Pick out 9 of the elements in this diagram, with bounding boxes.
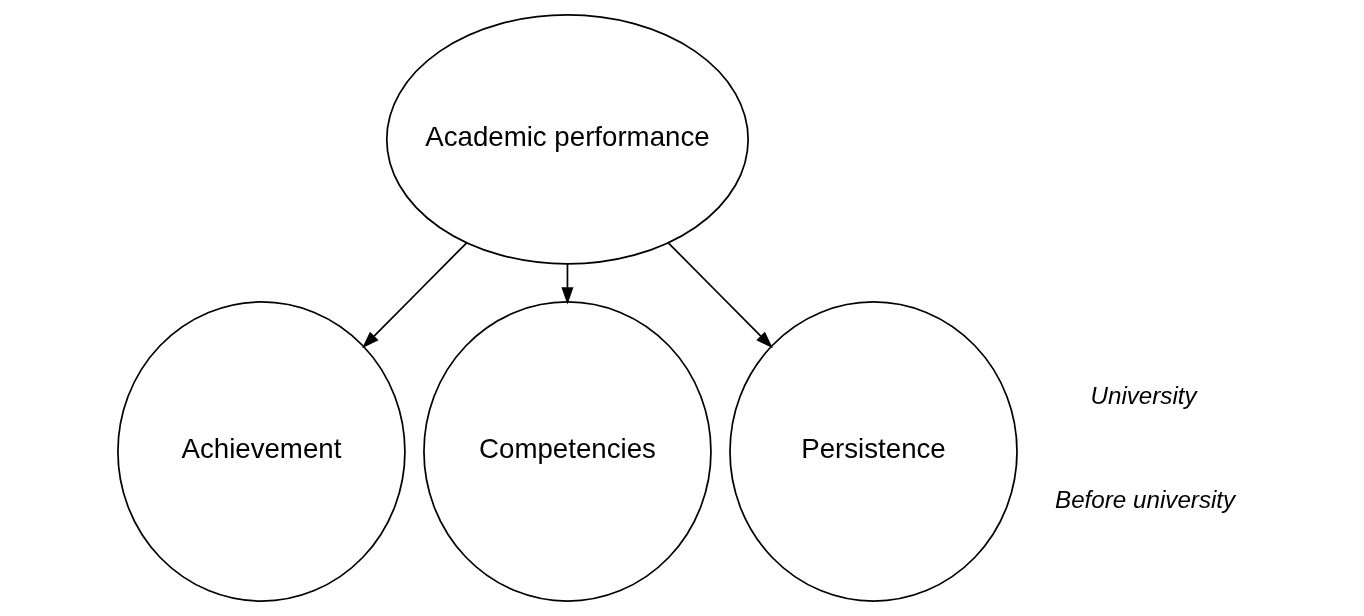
label: Before university xyxy=(1055,486,1236,514)
arrow xyxy=(362,242,468,349)
node-circle: Persistence xyxy=(729,301,1018,602)
label: University xyxy=(1090,382,1197,410)
arrow xyxy=(561,263,574,305)
arrow xyxy=(667,242,773,349)
node-circle: Competencies xyxy=(423,301,712,602)
node-circle: Achievement xyxy=(117,301,406,602)
node-ellipse: Academic performance xyxy=(385,14,749,265)
